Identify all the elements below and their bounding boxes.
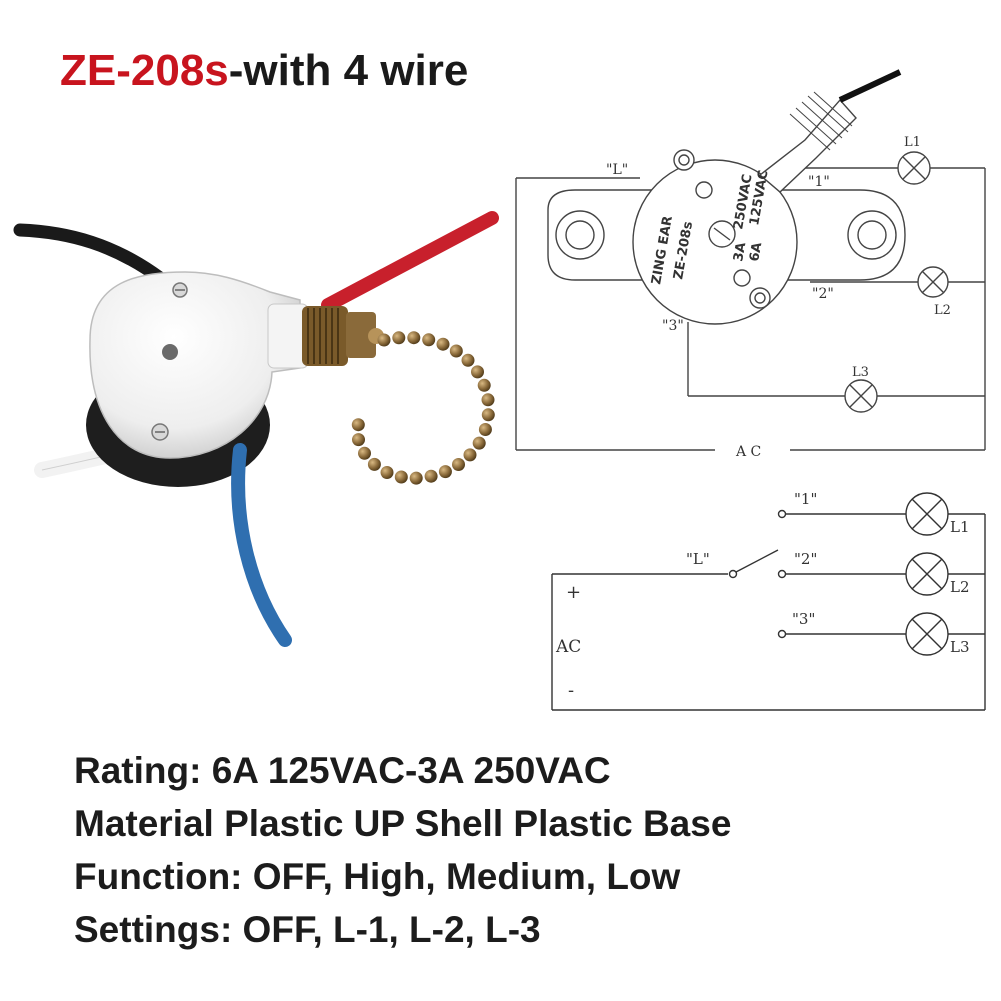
chain-bead — [436, 337, 450, 351]
chain-bead — [463, 448, 477, 462]
bottom-terminal-L-label: "L" — [686, 550, 710, 568]
bottom-lamp-2-label: L2 — [950, 578, 970, 596]
top-terminal-2-label: "2" — [812, 286, 834, 302]
bottom-terminal-1-label: "1" — [794, 490, 817, 508]
red-wire — [321, 211, 499, 312]
chain-bead — [352, 433, 365, 447]
model-name: ZE-208s — [60, 46, 229, 95]
bottom-ac-label: AC — [555, 637, 581, 657]
title-suffix: -with 4 wire — [228, 46, 469, 95]
chain-bead — [377, 333, 391, 347]
chain-bead — [478, 423, 492, 436]
top-ac-label: A C — [735, 444, 761, 460]
plus-label: + — [566, 582, 581, 603]
pull-chain — [351, 331, 495, 485]
spec-function: Function: OFF, High, Medium, Low — [74, 856, 681, 897]
chain-bead — [471, 365, 484, 379]
top-lamp-1-label: L1 — [904, 135, 921, 150]
chain-bead — [380, 466, 394, 479]
schematic-bottom — [551, 492, 986, 711]
switch-photo — [13, 211, 499, 647]
chain-bead — [367, 457, 381, 471]
bottom-lamp-3-label: L3 — [950, 638, 970, 656]
top-terminal-L-label: "L" — [606, 162, 628, 178]
chain-bead — [422, 333, 436, 347]
svg-text:6A: 6A — [747, 241, 765, 262]
top-terminal-3-label: "3" — [662, 318, 684, 334]
top-terminal-1-label: "1" — [808, 174, 830, 190]
black-wire — [13, 223, 167, 285]
chain-bead — [452, 458, 465, 471]
chain-bead — [424, 469, 438, 483]
chain-bead — [449, 344, 463, 358]
chain-bead — [481, 393, 495, 407]
chain-bead — [358, 446, 371, 460]
top-lamp-2-label: L2 — [934, 303, 951, 318]
chain-bead — [481, 408, 495, 422]
chain-bead — [477, 378, 491, 392]
chain-bead — [409, 471, 423, 485]
chain-bead — [472, 436, 486, 450]
top-lamp-3-label: L3 — [852, 365, 869, 380]
wiring-diagram-top-labels: "L" "1" "2" "3" L1 L2 L3 A C ZING EAR ZE… — [606, 135, 951, 460]
product-title: ZE-208s-with 4 wire — [60, 46, 468, 96]
chain-bead — [392, 331, 406, 345]
chain-bead — [438, 465, 452, 479]
chain-bead — [351, 418, 365, 432]
switch-body — [89, 271, 301, 459]
spec-rating: Rating: 6A 125VAC-3A 250VAC — [74, 750, 611, 791]
blue-wire — [231, 443, 292, 647]
spec-list: Rating: 6A 125VAC-3A 250VAC Material Pla… — [74, 744, 731, 956]
schematic-bottom-labels: "1" "L" "2" "3" L1 L2 L3 + AC - — [555, 490, 970, 701]
bottom-terminal-3-label: "3" — [792, 610, 815, 628]
chain-bead — [394, 470, 408, 484]
chain-bead — [461, 353, 475, 367]
chain-bead — [407, 331, 421, 345]
wiring-diagram-top — [515, 69, 986, 451]
svg-text:3A: 3A — [731, 241, 749, 262]
spec-material: Material Plastic UP Shell Plastic Base — [74, 803, 732, 844]
bottom-terminal-2-label: "2" — [794, 550, 817, 568]
spec-settings: Settings: OFF, L-1, L-2, L-3 — [74, 909, 541, 950]
minus-label: - — [568, 680, 574, 701]
bottom-lamp-1-label: L1 — [950, 518, 970, 536]
